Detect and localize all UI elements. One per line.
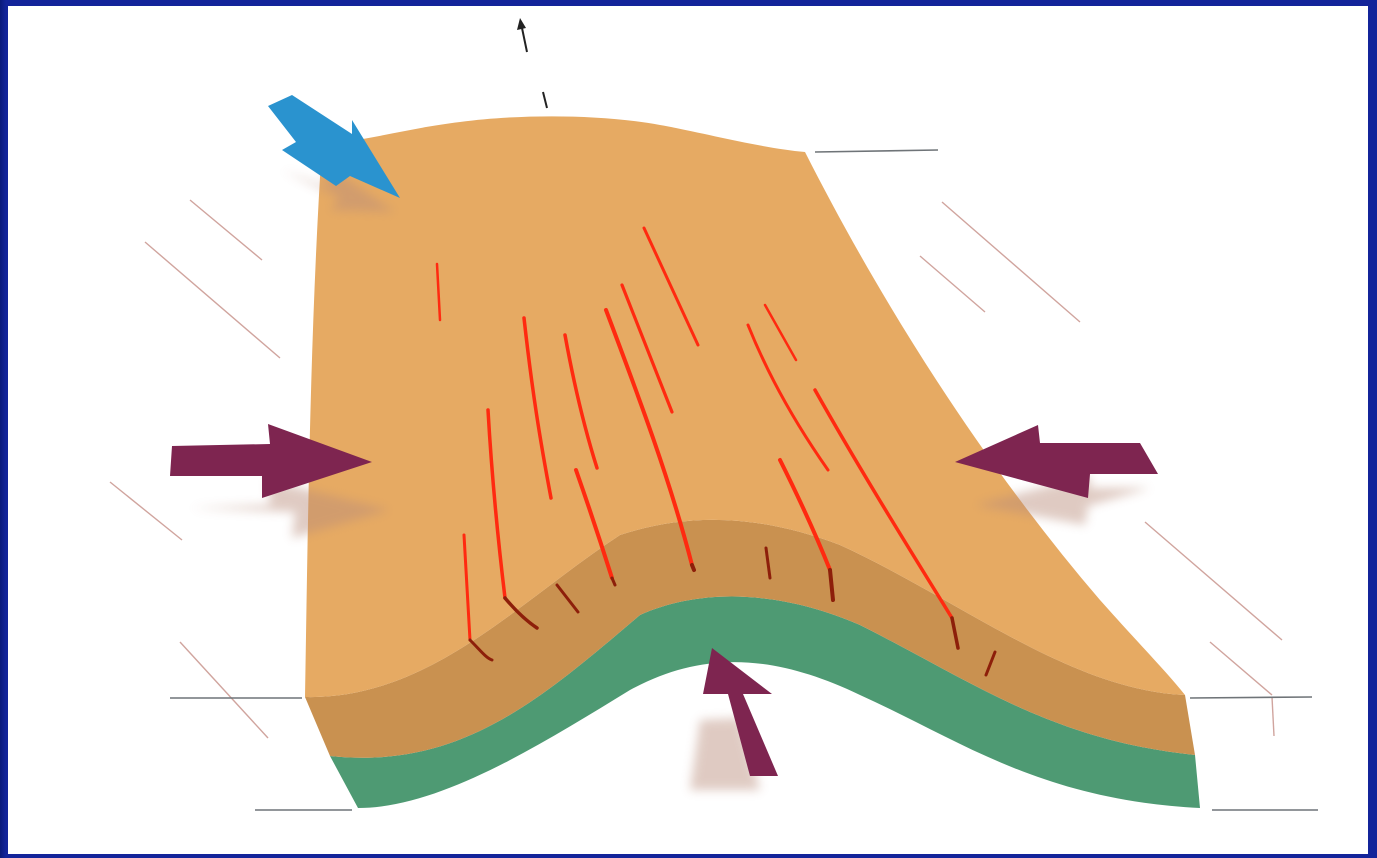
- small-pointer-icon: [517, 18, 547, 108]
